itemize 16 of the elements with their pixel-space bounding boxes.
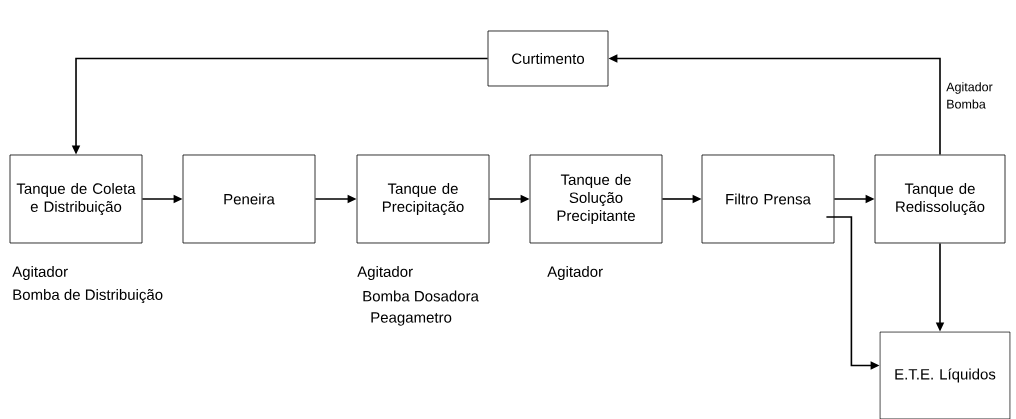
equipment-label: Bomba de Distribuição	[13, 288, 163, 303]
process-box: Curtimento	[487, 30, 609, 87]
process-box: Filtro Prensa	[701, 154, 835, 244]
equipment-label: Agitador	[12, 266, 68, 280]
process-box: Tanque de Precipitação	[356, 154, 490, 244]
process-box: Tanque de Redissolução	[874, 154, 1006, 244]
equipment-label: Agitador	[547, 266, 603, 280]
process-box: Tanque de Coleta e Distribuição	[9, 154, 143, 244]
process-box: Tanque de Solução Precipitante	[529, 154, 663, 244]
equipment-label: Peagametro	[371, 312, 452, 326]
equipment-label: Agitador	[357, 266, 413, 280]
process-box: Peneira	[182, 154, 316, 244]
equipment-label: Bomba	[947, 99, 986, 109]
equipment-label: Agitador	[946, 82, 993, 94]
equipment-label: Bomba Dosadora	[363, 290, 479, 302]
process-box: E.T.E. Líquidos	[879, 331, 1011, 419]
